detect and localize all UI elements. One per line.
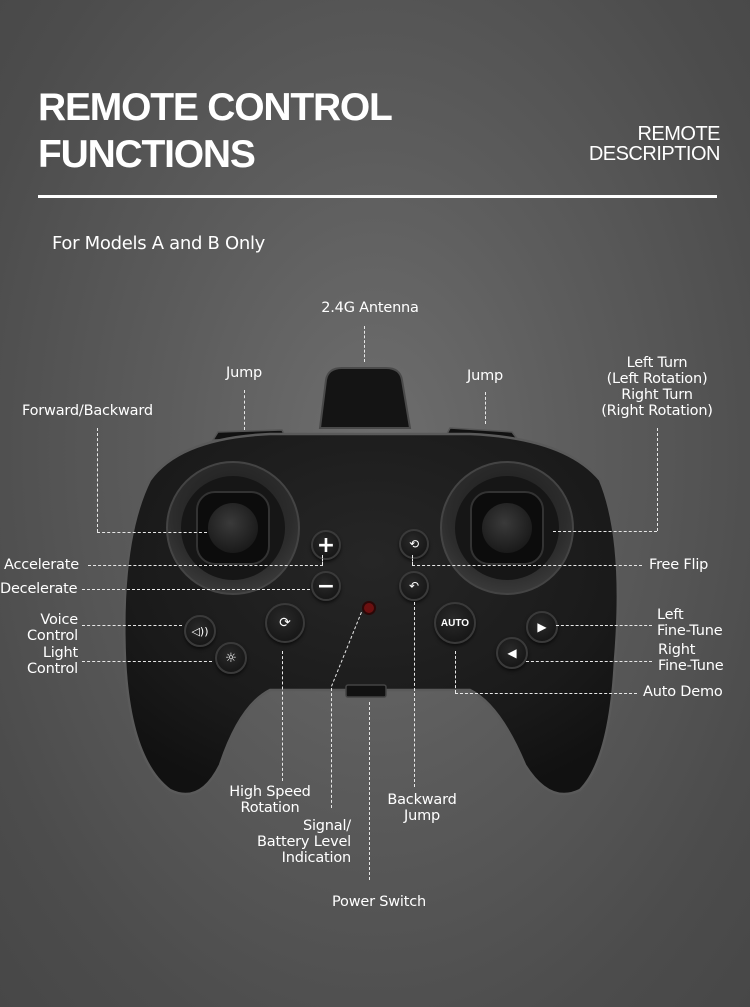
label-voice-control: Voice Control <box>10 612 78 644</box>
high-speed-leader <box>282 651 283 781</box>
title-line-1: REMOTE CONTROL <box>38 86 393 129</box>
label-left-fine-tune: Left Fine-Tune <box>657 607 723 639</box>
turn-leader-v <box>657 428 658 531</box>
high-speed-rotation-button[interactable]: ⟳ <box>265 603 305 643</box>
auto-label: AUTO <box>440 617 470 629</box>
label-accelerate: Accelerate <box>4 557 79 573</box>
left-fine-tune-leader <box>556 625 652 626</box>
header-divider <box>38 195 717 198</box>
backward-jump-leader <box>414 602 415 787</box>
forward-backward-leader-v <box>97 428 98 532</box>
right-joystick <box>482 503 532 553</box>
power-switch-leader <box>369 702 370 880</box>
antenna-icon <box>318 367 412 429</box>
left-fine-line: Fine-Tune <box>657 623 723 639</box>
decelerate-button[interactable]: − <box>311 571 341 601</box>
bj-line: Jump <box>404 808 440 824</box>
signal-line: Battery Level <box>257 834 351 850</box>
hsr-line: High Speed <box>229 784 311 800</box>
light-control-button[interactable]: ☼ <box>215 642 247 674</box>
jump-right-leader <box>485 392 486 424</box>
models-note: For Models A and B Only <box>52 233 266 254</box>
light-control-leader <box>82 661 212 662</box>
accelerate-leader-h <box>88 565 323 566</box>
auto-demo-leader-v <box>455 651 456 693</box>
label-forward-backward: Forward/Backward <box>22 403 153 419</box>
label-turn: Left Turn (Left Rotation) Right Turn (Ri… <box>590 355 724 419</box>
label-backward-jump: Backward Jump <box>378 792 466 824</box>
plus-icon: + <box>316 532 336 558</box>
antenna-leader <box>364 326 365 362</box>
accelerate-leader-v <box>322 555 323 565</box>
left-fine-tune-button[interactable]: ▶ <box>526 611 558 643</box>
label-auto-demo: Auto Demo <box>643 684 723 700</box>
minus-icon: − <box>316 573 336 599</box>
decelerate-leader <box>82 589 310 590</box>
label-light-control: Light Control <box>10 645 78 677</box>
bj-line: Backward <box>387 792 457 808</box>
light-line: Light <box>42 645 78 661</box>
left-joystick <box>208 503 258 553</box>
hsr-line: Rotation <box>240 800 300 816</box>
bulb-icon: ☼ <box>225 650 237 666</box>
auto-demo-button[interactable]: AUTO <box>434 602 476 644</box>
right-fine-line: Fine-Tune <box>658 658 724 674</box>
right-fine-tune-leader <box>526 661 652 662</box>
right-fine-line: Right <box>658 642 696 658</box>
led-indicator <box>362 601 376 615</box>
power-switch <box>345 684 387 698</box>
accelerate-button[interactable]: + <box>311 530 341 560</box>
turn-line: (Left Rotation) <box>606 371 708 387</box>
turn-line: Left Turn <box>626 355 688 371</box>
page-title: REMOTE CONTROL FUNCTIONS <box>38 84 393 178</box>
turn-line: Right Turn <box>621 387 693 403</box>
label-jump-left: Jump <box>226 365 262 381</box>
label-antenna: 2.4G Antenna <box>321 300 419 316</box>
label-power-switch: Power Switch <box>332 894 426 910</box>
free-flip-leader-v <box>412 555 413 565</box>
subtitle-line-1: REMOTE <box>637 123 720 145</box>
auto-demo-leader-h <box>455 693 637 694</box>
forward-backward-leader-h <box>97 532 207 533</box>
free-flip-button[interactable]: ⟲ <box>399 529 429 559</box>
label-signal-battery: Signal/ Battery Level Indication <box>240 818 351 866</box>
light-line: Control <box>26 661 78 677</box>
page-subtitle: REMOTE DESCRIPTION <box>588 123 721 165</box>
signal-line: Signal/ <box>302 818 351 834</box>
flip-icon: ⟲ <box>408 537 420 551</box>
label-jump-right: Jump <box>467 368 503 384</box>
voice-line: Control <box>26 628 78 644</box>
turn-leader-h <box>553 531 657 532</box>
label-right-fine-tune: Right Fine-Tune <box>658 642 724 674</box>
left-arrow-icon: ◀ <box>507 646 517 660</box>
voice-control-leader <box>82 625 182 626</box>
left-fine-line: Left <box>657 607 684 623</box>
jump-back-icon: ↶ <box>408 579 420 593</box>
turn-line: (Right Rotation) <box>601 403 713 419</box>
right-fine-tune-button[interactable]: ◀ <box>496 637 528 669</box>
free-flip-leader-h <box>412 565 642 566</box>
label-free-flip: Free Flip <box>649 557 709 573</box>
jump-left-leader <box>244 390 245 430</box>
voice-control-button[interactable]: ◁)) <box>184 615 216 647</box>
voice-line: Voice <box>40 612 78 628</box>
remote-controller-image <box>123 367 620 796</box>
signal-leader-v <box>331 688 332 808</box>
backward-jump-button[interactable]: ↶ <box>399 571 429 601</box>
label-high-speed-rotation: High Speed Rotation <box>222 784 318 816</box>
right-arrow-icon: ▶ <box>537 620 547 634</box>
signal-line: Indication <box>281 850 352 866</box>
label-decelerate: Decelerate <box>0 581 78 597</box>
rotation-icon: ⟳ <box>279 615 291 631</box>
subtitle-line-2: DESCRIPTION <box>588 143 721 165</box>
title-line-2: FUNCTIONS <box>38 133 256 176</box>
speaker-icon: ◁)) <box>191 624 209 638</box>
